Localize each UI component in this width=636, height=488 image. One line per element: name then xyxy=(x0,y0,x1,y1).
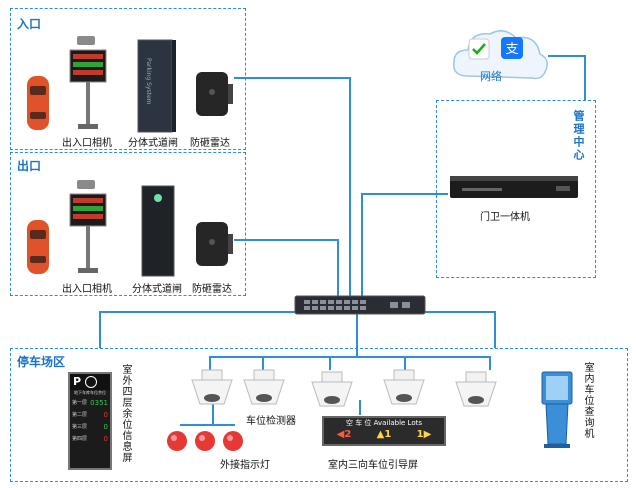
barrier-gate-icon xyxy=(141,185,175,277)
entrance-zone: 入口 xyxy=(10,8,246,150)
detector-icon xyxy=(243,369,285,405)
led-screen-icon: P xyxy=(70,374,110,390)
guide-screen-left: ◀2 xyxy=(336,429,352,440)
svg-text:支: 支 xyxy=(505,42,518,57)
entry-radar-label: 防砸雷达 xyxy=(190,138,230,149)
detector-label: 车位检测器 xyxy=(246,416,296,427)
kiosk-server-label: 门卫一体机 xyxy=(480,212,530,223)
outdoor-screen-value-4: 0 xyxy=(103,435,108,443)
server-icon xyxy=(450,176,578,198)
outdoor-screen-floor-1: 第一层 xyxy=(72,400,88,406)
management-zone xyxy=(436,100,596,278)
outdoor-screen-value-1: 0351 xyxy=(90,399,108,407)
guide-screen-label: 室内三向车位引导屏 xyxy=(328,460,418,471)
network-label: 网络 xyxy=(480,70,502,83)
outdoor-screen-floor-2: 第二层 xyxy=(72,412,88,418)
indicator-label: 外接指示灯 xyxy=(220,460,270,471)
entry-barrier-label: 分体式道闸 xyxy=(128,138,178,149)
entry-barrier-brand: Parking System xyxy=(145,58,152,105)
guide-screen-left-count: 2 xyxy=(344,429,352,440)
exit-camera-label: 出入口相机 xyxy=(62,284,112,295)
indicator-light-icon xyxy=(167,431,243,451)
detector-icon xyxy=(191,369,233,405)
parking-zone-title: 停车场区 xyxy=(17,355,66,369)
guide-screen-right: 1▶ xyxy=(416,429,432,440)
exit-zone: 出口 xyxy=(10,152,246,296)
management-zone-title: 管理中心 xyxy=(572,110,585,162)
kiosk-icon xyxy=(541,371,573,448)
guide-screen-mid-count: 1 xyxy=(384,429,392,440)
exit-zone-title: 出口 xyxy=(17,159,42,173)
outdoor-screen-value-2: 0 xyxy=(103,411,108,419)
barrier-gate-icon xyxy=(137,39,176,133)
wechat-pay-icon xyxy=(468,38,490,60)
detector-icon xyxy=(455,371,497,407)
entrance-zone-title: 入口 xyxy=(17,17,42,31)
radar-icon xyxy=(196,222,233,266)
guide-screen: 空 车 位 Available Lots ◀2 ▲1 1▶ xyxy=(322,416,446,446)
camera-icon xyxy=(69,180,107,273)
outdoor-screen-label: 室外四层余位信息屏 xyxy=(120,364,131,463)
outdoor-screen-title: 地下车库车位余位 xyxy=(74,390,106,395)
guide-screen-mid: ▲1 xyxy=(376,429,392,440)
radar-icon xyxy=(196,72,233,116)
outdoor-screen-value-3: 0 xyxy=(103,423,108,431)
parking-zone: 停车场区 xyxy=(10,348,628,482)
guide-screen-header: 空 车 位 Available Lots xyxy=(345,419,423,427)
outdoor-screen-floor-4: 第四层 xyxy=(72,436,88,442)
entry-camera-label: 出入口相机 xyxy=(62,138,112,149)
exit-barrier-label: 分体式道闸 xyxy=(132,284,182,295)
network-switch-icon xyxy=(294,295,426,315)
car-icon xyxy=(27,76,49,130)
outdoor-screen-floor-3: 第三层 xyxy=(72,424,88,430)
query-terminal-label: 室内车位查询机 xyxy=(582,362,593,439)
alipay-icon: 支 xyxy=(501,37,523,59)
car-icon xyxy=(27,220,49,274)
guide-screen-right-count: 1 xyxy=(416,429,424,440)
outdoor-info-screen: P 地下车库车位余位 第一层 0351 第二层 0 第三层 0 第四层 0 xyxy=(68,372,112,470)
detector-icon xyxy=(383,369,425,405)
exit-radar-label: 防砸雷达 xyxy=(192,284,232,295)
camera-icon xyxy=(69,36,107,129)
detector-icon xyxy=(311,371,353,407)
